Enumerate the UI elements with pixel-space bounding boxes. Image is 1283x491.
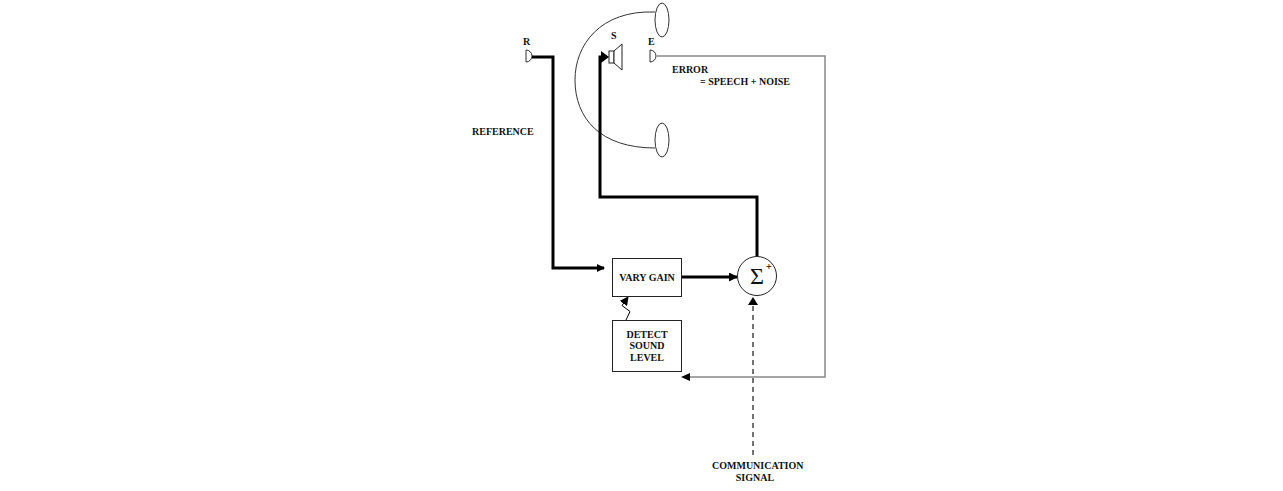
signal-arrow bbox=[682, 276, 737, 279]
headband bbox=[575, 12, 655, 148]
box-text: VARY GAIN bbox=[619, 272, 675, 284]
sign-symbol: + bbox=[766, 260, 772, 273]
signal-name: REFERENCE bbox=[472, 126, 534, 138]
signal-note: = SPEECH + NOISE bbox=[700, 76, 790, 88]
error-wire bbox=[657, 56, 825, 377]
summing-junction: Σ+ bbox=[737, 256, 777, 296]
signal-name: COMMUNICATION SIGNAL bbox=[712, 460, 798, 483]
control-arrow bbox=[622, 297, 630, 320]
ear-cup bbox=[655, 123, 669, 157]
mic-label: R bbox=[523, 36, 530, 48]
sum-symbol: Σ bbox=[750, 264, 764, 288]
signal-name: ERROR bbox=[672, 64, 708, 76]
error-arrowhead bbox=[681, 373, 690, 381]
ear-cup bbox=[655, 3, 669, 37]
speaker-arrowhead bbox=[601, 51, 609, 63]
detector-box: DETECT SOUND LEVEL bbox=[612, 320, 682, 372]
box-text: DETECT SOUND LEVEL bbox=[619, 329, 675, 364]
reference-wire bbox=[532, 57, 604, 268]
speaker-symbol bbox=[609, 44, 622, 70]
reference-microphone bbox=[526, 50, 532, 62]
error-microphone bbox=[650, 50, 656, 62]
communication-wire bbox=[752, 305, 754, 455]
speaker-label: S bbox=[611, 30, 617, 42]
communication-arrowhead bbox=[748, 297, 758, 305]
gain-box: VARY GAIN bbox=[612, 258, 682, 297]
mic-label: E bbox=[648, 36, 655, 48]
